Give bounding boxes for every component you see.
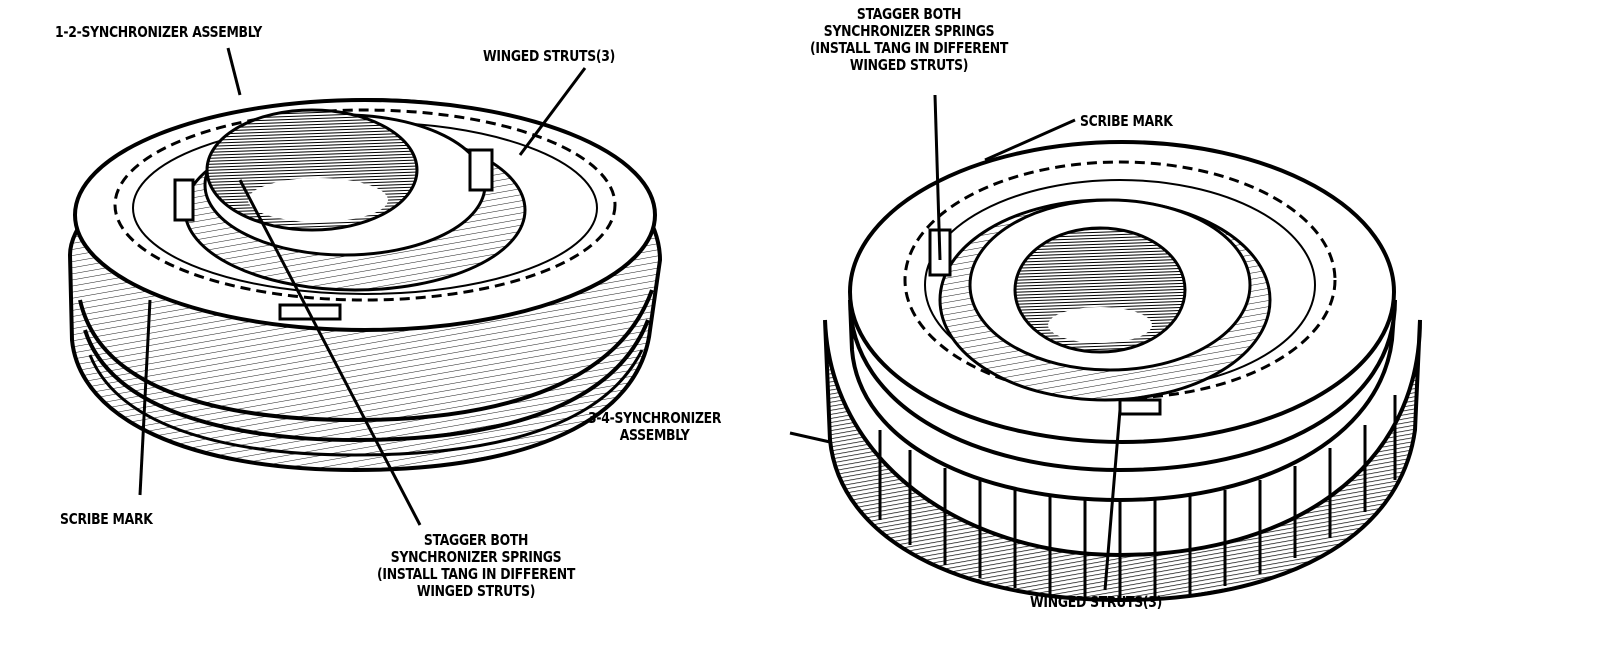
left-stagger-line-4: WINGED STRUTS)	[416, 582, 536, 600]
left-winged-struts-label: WINGED STRUTS(3)	[483, 47, 616, 65]
leader-left-title	[226, 47, 242, 96]
left-winged-strut	[468, 148, 494, 192]
leader-lines	[138, 47, 1122, 591]
left-synchronizer-assembly	[67, 97, 663, 473]
left-stagger-line-2: SYNCHRONIZER SPRINGS	[390, 548, 562, 566]
right-title-line-2: ASSEMBLY	[619, 426, 690, 444]
right-title-line-1: 3-4-SYNCHRONIZER	[588, 409, 722, 427]
right-winged-strut	[1118, 398, 1162, 416]
leader-right-stagger	[933, 94, 942, 261]
left-stagger-line-1: STAGGER BOTH	[423, 531, 529, 549]
leader-left-winged-struts	[518, 67, 587, 156]
left-stagger-note: STAGGER BOTH SYNCHRONIZER SPRINGS (INSTA…	[377, 532, 575, 600]
left-winged-strut	[173, 178, 195, 222]
right-stagger-line-2: SYNCHRONIZER SPRINGS	[823, 22, 995, 40]
right-scribe-mark-label: SCRIBE MARK	[1080, 112, 1173, 130]
leader-left-scribe-mark	[138, 299, 152, 496]
right-hub-side	[848, 299, 1397, 503]
leader-right-scribe-mark	[984, 118, 1076, 162]
right-gear-tooth-lines	[878, 395, 1397, 600]
left-band-2	[83, 319, 650, 443]
left-scribe-mark-label: SCRIBE MARK	[60, 510, 153, 528]
leader-right-winged-struts	[1103, 409, 1122, 591]
right-stagger-line-3: (INSTALL TANG IN DIFFERENT	[810, 39, 1009, 57]
right-stagger-line-4: WINGED STRUTS)	[849, 56, 969, 74]
left-assembly-title: 1-2-SYNCHRONIZER ASSEMBLY	[55, 23, 262, 41]
leader-left-stagger	[238, 179, 422, 526]
right-assembly-title: 3-4-SYNCHRONIZER ASSEMBLY	[588, 410, 721, 444]
leader-right-title	[789, 431, 831, 444]
right-tooth-ring	[903, 160, 1337, 400]
left-stagger-line-3: (INSTALL TANG IN DIFFERENT	[377, 565, 576, 583]
left-tooth-ring	[113, 108, 617, 302]
right-winged-struts-label: WINGED STRUTS(3)	[1030, 593, 1163, 611]
right-stagger-note: STAGGER BOTH SYNCHRONIZER SPRINGS (INSTA…	[810, 6, 1008, 74]
left-band-1	[78, 289, 654, 423]
right-gear-teeth	[823, 319, 1422, 603]
right-stagger-line-1: STAGGER BOTH	[856, 5, 962, 23]
right-synchronizer-assembly	[823, 140, 1422, 603]
